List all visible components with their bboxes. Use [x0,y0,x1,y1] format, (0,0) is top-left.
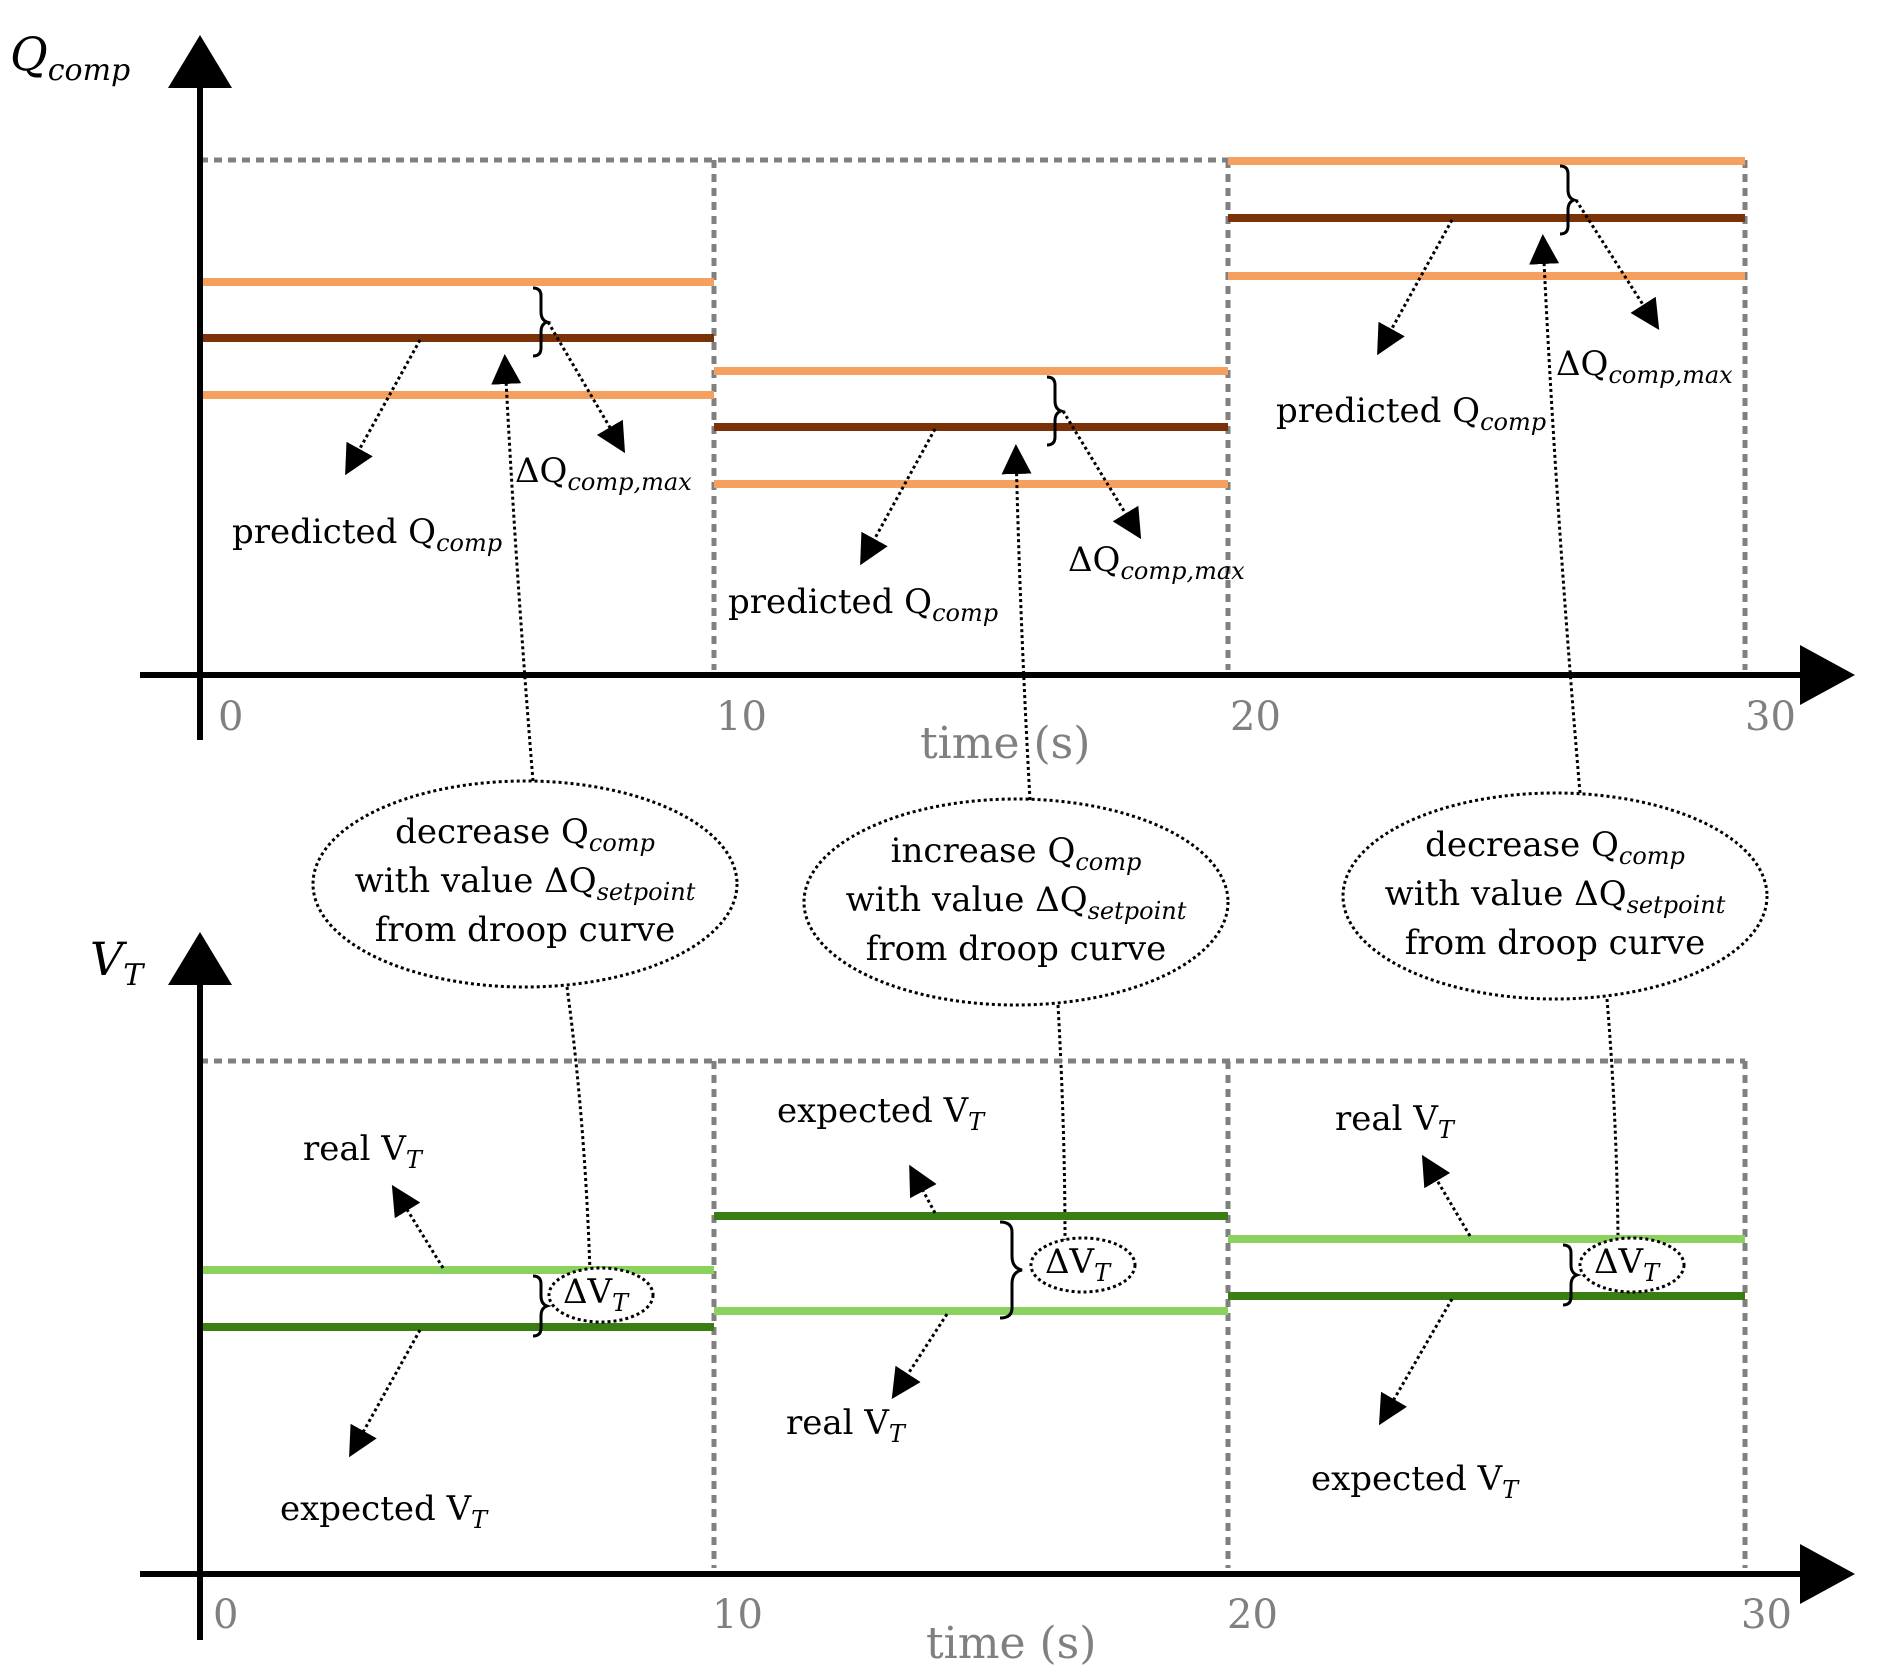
callout-connector [565,986,592,1273]
callout-2: increase Qcomp with value ΔQsetpoint fro… [802,797,1230,1007]
arrow-to-delta-label [1061,410,1142,540]
callout-connector [491,354,535,782]
brace-icon [532,1274,552,1338]
brace-icon [1559,164,1579,236]
arrow-to-lower-label [891,1313,949,1400]
svg-text:with value ΔQsetpoint: with value ΔQsetpoint [846,880,1187,925]
upper-v-label: real VT [303,1129,424,1174]
upper-v-label: expected VT [777,1091,986,1136]
top-y-axis-label: Qcomp [10,27,130,88]
y-axis-arrowhead-icon [168,932,232,985]
svg-text:ΔVT: ΔVT [1045,1242,1112,1287]
arrow-to-upper-label [1421,1154,1472,1237]
arrow-to-lower-label [349,1329,422,1458]
brace-icon [1562,1243,1582,1307]
x-axis-arrowhead-icon [1800,645,1855,705]
top-x-tick: 20 [1230,694,1281,740]
svg-text:from droop curve: from droop curve [866,929,1166,969]
bottom-segment-1 [200,1266,714,1331]
top-segment-3 [1228,157,1745,280]
bottom-segment-2 [714,1212,1228,1315]
bottom-x-tick: 20 [1227,1592,1278,1638]
brace-icon [999,1220,1023,1320]
callout-connector [1605,998,1620,1241]
brace-icon [532,286,552,358]
svg-text:with value ΔQsetpoint: with value ΔQsetpoint [1385,874,1726,919]
callouts: decrease Qcomp with value ΔQsetpoint fro… [311,234,1769,1273]
svg-text:ΔVT: ΔVT [563,1272,630,1317]
svg-text:decrease Qcomp: decrease Qcomp [395,812,655,857]
bottom-y-axis-label: VT [90,932,145,993]
bottom-axes: VT 0 10 20 30 time (s) [90,932,1855,1669]
top-x-tick: 30 [1745,694,1796,740]
delta-q-max-label: ΔQcomp,max [515,451,692,496]
svg-text:with value ΔQsetpoint: with value ΔQsetpoint [355,861,696,906]
top-labels: predicted Qcomp ΔQcomp,max predicted Qco… [232,344,1733,627]
bottom-braces [532,1220,1582,1338]
callout-connectors [491,234,1620,1273]
arrow-to-delta-label [546,321,626,454]
delta-v-bubbles: ΔVT ΔVT ΔVT [547,1236,1686,1324]
predicted-q-label: predicted Qcomp [1276,391,1546,436]
x-axis-arrowhead-icon [1800,1544,1855,1604]
lower-v-label: real VT [786,1403,907,1448]
top-x-tick: 0 [218,694,243,740]
arrow-to-predicted-label [1377,219,1454,356]
bottom-arrows [349,1154,1472,1458]
bottom-segment-3 [1228,1235,1745,1300]
delta-q-max-label: ΔQcomp,max [1068,540,1245,585]
bottom-x-tick: 30 [1741,1592,1792,1638]
upper-v-label: real VT [1335,1099,1456,1144]
top-segment-1 [200,278,714,399]
lower-v-label: expected VT [1311,1459,1520,1504]
top-braces [532,164,1579,447]
callout-connector [1056,1004,1067,1241]
bottom-x-axis-label: time (s) [926,1618,1096,1669]
bottom-x-tick: 10 [712,1592,763,1638]
arrow-to-upper-label [909,1164,937,1214]
arrow-to-predicted-label [860,428,937,566]
bottom-panel: ΔVT ΔVT ΔVT real VT expected VT expected… [90,932,1855,1669]
bottom-labels: real VT expected VT expected VT real VT … [280,1091,1520,1534]
svg-text:ΔVT: ΔVT [1594,1242,1661,1287]
callout-3: decrease Qcomp with value ΔQsetpoint fro… [1341,791,1769,1001]
y-axis-arrowhead-icon [168,35,232,88]
top-axes: Qcomp 0 10 20 30 time (s) [10,27,1855,769]
lower-v-label: expected VT [280,1489,489,1534]
brace-icon [1046,375,1066,447]
arrow-to-delta-label [1574,199,1660,331]
svg-text:decrease Qcomp: decrease Qcomp [1425,825,1685,870]
callout-connector [1529,234,1582,794]
arrow-to-lower-label [1378,1298,1454,1426]
delta-q-max-label: ΔQcomp,max [1556,344,1733,389]
arrow-to-upper-label [391,1184,445,1269]
top-x-axis-label: time (s) [920,718,1090,769]
top-x-tick: 10 [716,694,767,740]
svg-text:from droop curve: from droop curve [1405,923,1705,963]
top-panel: predicted Qcomp ΔQcomp,max predicted Qco… [10,27,1855,769]
arrow-to-predicted-label [345,339,422,476]
predicted-q-label: predicted Qcomp [232,512,502,557]
predicted-q-label: predicted Qcomp [728,582,998,627]
bottom-x-tick: 0 [213,1592,238,1638]
top-segment-2 [714,367,1228,488]
svg-text:increase Qcomp: increase Qcomp [891,831,1142,876]
top-arrows [345,199,1660,566]
top-grid [200,157,1748,670]
svg-text:from droop curve: from droop curve [375,910,675,950]
callout-1: decrease Qcomp with value ΔQsetpoint fro… [311,779,739,989]
